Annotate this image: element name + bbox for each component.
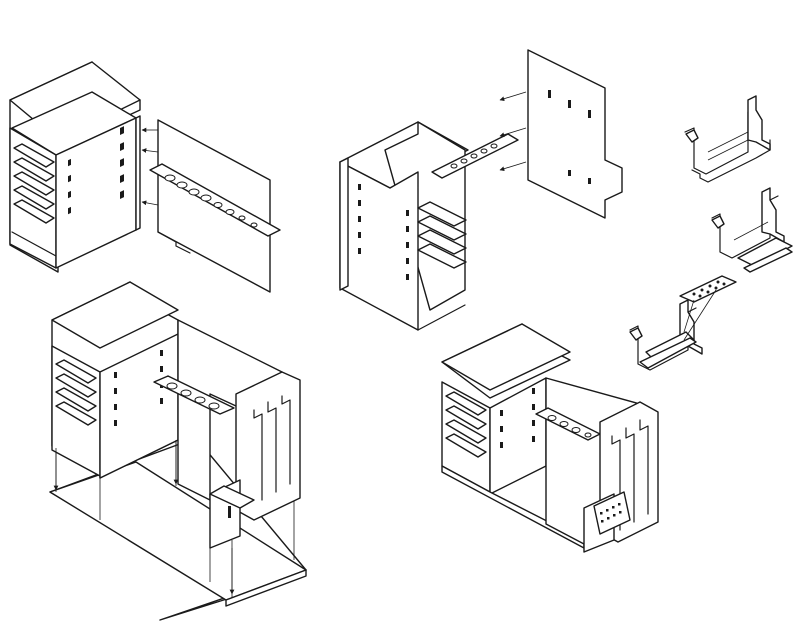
organizer-shelves	[55, 359, 97, 426]
front-panel-slots	[358, 184, 409, 280]
holed-bar	[149, 163, 281, 237]
assembled-slots	[500, 388, 535, 448]
clip-bracket-top	[684, 95, 771, 183]
clip-bracket-middle	[711, 187, 793, 273]
holed-bar-2	[431, 133, 519, 179]
assembled-organizer-view	[441, 323, 659, 553]
side-panel-cabinet-exploded-view	[339, 49, 623, 331]
divider-slots	[68, 126, 124, 215]
tall-panel-slots	[548, 90, 591, 184]
side-shelves	[417, 201, 467, 269]
drawer-shelves	[11, 143, 57, 257]
clip-bracket-bottom	[629, 289, 717, 371]
clip-brackets-exploded-view	[629, 95, 793, 371]
full-organizer-exploded-view	[49, 281, 307, 621]
drawer-cabinet-exploded-view	[9, 61, 281, 293]
organizer-holed-bar	[153, 375, 235, 415]
assembled-shelves	[445, 391, 487, 458]
assembled-clip	[583, 491, 631, 553]
clip-strip	[679, 275, 737, 303]
